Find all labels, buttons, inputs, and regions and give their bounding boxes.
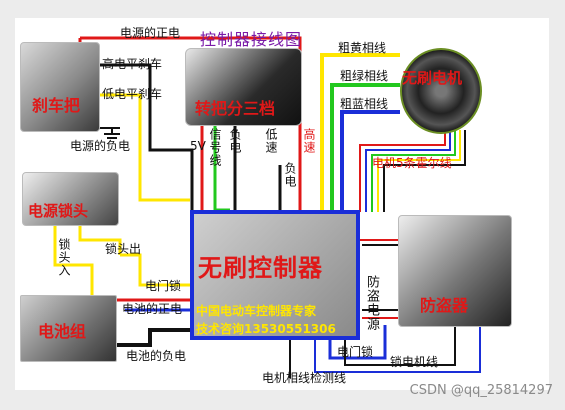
label-power-neg: 电源的负电: [70, 139, 131, 153]
controller-box: [190, 210, 360, 340]
wire-door-lock2: [328, 325, 387, 360]
wire-lock-motor: [344, 325, 456, 366]
controller-text-line2: 技术咨询13530551306: [196, 322, 336, 336]
battery-label: 电池组: [38, 322, 87, 341]
diagram-title: 控制器接线图: [200, 30, 303, 49]
controller-label: 无刷控制器: [198, 254, 323, 282]
label-lock-out: 锁头出: [105, 242, 142, 256]
wire-battery-neg: [115, 328, 195, 347]
wire-phase-detect-blue: [314, 325, 481, 373]
brake-label: 刹车把: [32, 96, 81, 115]
watermark: CSDN @qq_25814297: [409, 383, 553, 398]
label-phase-detect: 电机相线检测线: [262, 371, 347, 385]
label-neg-wire2: 负电: [283, 162, 297, 188]
motor-photo: [400, 48, 482, 134]
label-battery-pos: 电池的正电: [122, 302, 183, 316]
wire-phase-yellow: [320, 53, 400, 212]
battery-photo: [20, 295, 117, 362]
alarm-photo: [398, 215, 512, 327]
label-green-phase: 粗绿相线: [340, 69, 389, 83]
wire-hall-green: [371, 130, 456, 212]
lock-photo: [22, 172, 119, 226]
wire-hall-red: [359, 130, 446, 212]
wire-brake-black: [90, 63, 194, 215]
wire-lock-yellow: [120, 253, 190, 287]
wire-lock-out: [78, 225, 122, 255]
throttle-photo: [185, 48, 302, 126]
label-hall: 电机5条霍尔线: [372, 156, 452, 170]
label-neg-wire: 负电: [228, 128, 242, 154]
lock-label: 电源锁头: [28, 202, 89, 220]
label-lock-in: 锁头入: [57, 238, 71, 277]
label-lock-motor: 锁电机线: [390, 355, 439, 369]
brake-lever-photo: [20, 42, 100, 132]
wire-phase-green: [330, 83, 400, 212]
label-low-speed: 低速: [264, 128, 278, 154]
label-blue-phase: 粗蓝相线: [340, 97, 389, 111]
label-antitheft-power: 防盗电源: [364, 275, 379, 331]
wire-brake-yellow: [95, 93, 190, 202]
label-signal-wire: 信号线: [208, 128, 222, 167]
wire-lock-in: [53, 225, 94, 295]
alarm-label: 防盗器: [420, 296, 469, 315]
label-door-lock: 电门锁: [145, 279, 182, 293]
throttle-label: 转把分三档: [195, 99, 276, 118]
label-battery-neg: 电池的负电: [126, 349, 187, 363]
wire-phase-blue: [340, 110, 400, 212]
wire-hall-blue: [365, 130, 451, 212]
motor-label: 无刷电机: [402, 69, 463, 87]
wire-hall-black: [383, 130, 466, 212]
label-power-pos-top: 电源的正电: [120, 26, 181, 40]
wire-hall-yellow: [377, 130, 461, 212]
label-yellow-phase: 粗黄相线: [338, 41, 387, 55]
label-door-lock2: 电门锁: [337, 345, 374, 359]
controller-text-line1: 中国电动车控制器专家: [196, 304, 317, 318]
label-low-brake: 低电平刹车: [102, 87, 163, 101]
label-high-speed: 高速: [302, 128, 316, 154]
label-5v: 5V: [190, 139, 206, 153]
label-high-brake: 高电平刹车: [102, 57, 163, 71]
